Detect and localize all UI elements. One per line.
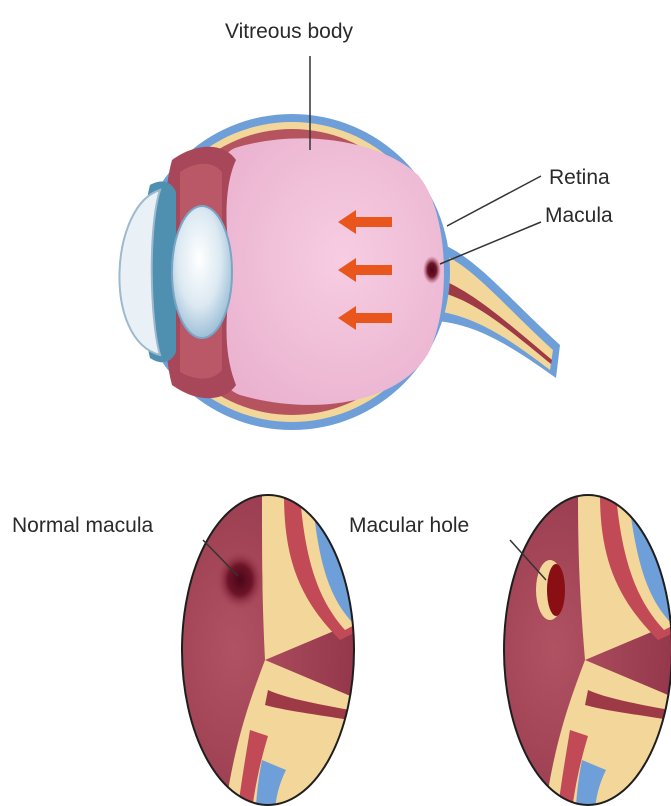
retina-leader-line bbox=[447, 176, 541, 226]
normal-macula-spot bbox=[216, 550, 264, 610]
retina-label: Retina bbox=[549, 166, 610, 189]
vitreous-body-label: Vitreous body bbox=[225, 20, 354, 43]
lens bbox=[172, 206, 232, 338]
macula-spot bbox=[423, 256, 441, 284]
eyeball bbox=[119, 114, 560, 430]
vitreous-body bbox=[218, 138, 444, 405]
macula-label: Macula bbox=[545, 204, 613, 227]
macular-hole-label: Macular hole bbox=[349, 514, 469, 537]
normal-macula-label: Normal macula bbox=[12, 514, 154, 537]
macular-hole-inset bbox=[500, 490, 671, 806]
normal-macula-inset bbox=[180, 490, 360, 806]
macula-leader-line bbox=[440, 222, 541, 264]
